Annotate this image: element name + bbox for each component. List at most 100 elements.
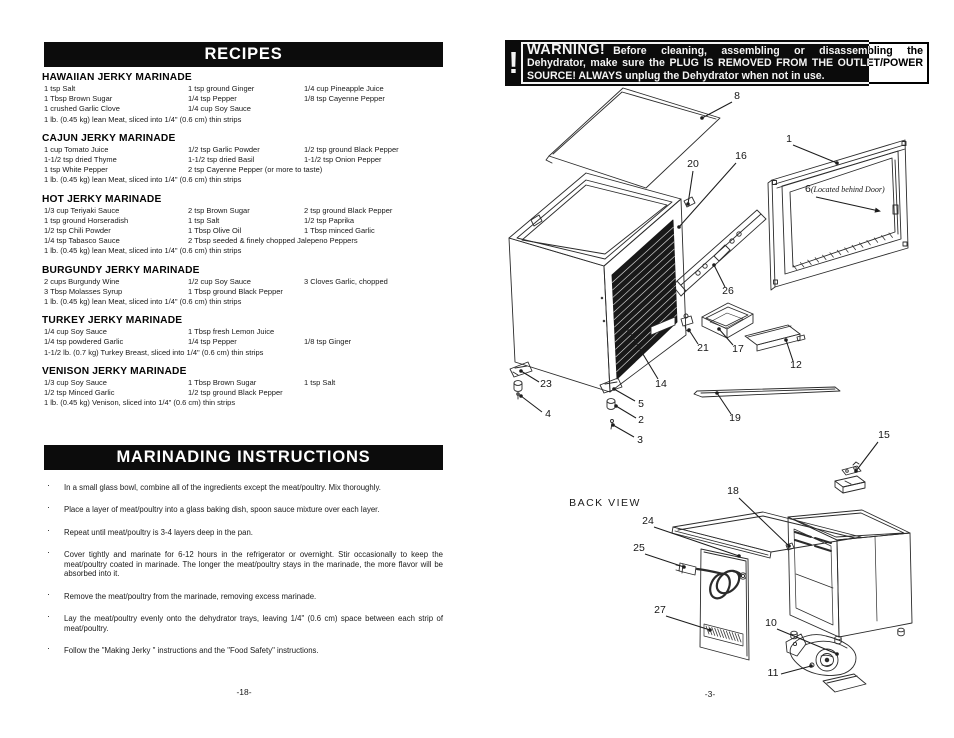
part-callout-17: 17	[717, 327, 744, 355]
warning-body: Before cleaning, assembling or disassemb…	[527, 45, 923, 82]
part-callout-11: 11	[768, 664, 813, 679]
recipe-meat-line: 1 lb. (0.45 kg) lean Meat, sliced into 1…	[44, 114, 242, 124]
lid-part	[545, 87, 721, 189]
part-label-5: 5	[638, 398, 644, 410]
leader-line	[613, 388, 636, 402]
handle-cutout	[650, 316, 676, 336]
leader-line	[678, 162, 737, 228]
back-view-cabinet	[785, 509, 913, 645]
leader-line	[815, 196, 880, 212]
part-label-17: 17	[732, 343, 744, 355]
part-label-16: 16	[735, 150, 747, 162]
bullet-icon: ·	[47, 502, 50, 513]
leader-line	[612, 424, 635, 438]
part-callout-2: 2	[614, 404, 644, 426]
leader-dot	[717, 327, 721, 331]
part-callout-14: 14	[627, 329, 667, 390]
part-label-21: 21	[697, 342, 709, 354]
part-label-8: 8	[734, 90, 740, 102]
part-label-19: 19	[729, 412, 741, 424]
recipe-title: CAJUN JERKY MARINADE	[42, 132, 176, 144]
instruction-text: Cover tightly and marinate for 6-12 hour…	[64, 549, 443, 579]
bullet-icon: ·	[47, 588, 50, 599]
ingredient: 3 Tbsp Molasses Syrup	[44, 286, 123, 296]
leader-dot	[712, 263, 716, 267]
leader-dot	[614, 404, 618, 408]
leader-line	[701, 101, 733, 119]
ingredient: 1 Tbsp minced Garlic	[304, 226, 375, 236]
ingredient: 1/8 tsp Ginger	[304, 337, 352, 347]
part-callout-27: 27	[654, 604, 712, 632]
part-label-3: 3	[637, 434, 643, 446]
part-callout-26: 26	[712, 263, 734, 297]
ingredient: 2 Tbsp seeded & finely chopped Jalepeno …	[188, 236, 358, 246]
leader-line	[520, 395, 543, 413]
part-label-10: 10	[765, 617, 777, 629]
part-label-24: 24	[642, 515, 654, 527]
latch-21	[680, 313, 694, 333]
part-callout-1: 1	[786, 133, 839, 165]
leader-line	[785, 339, 794, 362]
leader-dot	[611, 423, 615, 427]
part-label-14: 14	[655, 378, 667, 390]
warning-text: WARNING!Before cleaning, assembling or d…	[521, 42, 929, 84]
ingredient: 1/2 cup Soy Sauce	[188, 276, 251, 286]
instruction-item: · Cover tightly and marinate for 6-12 hou…	[44, 546, 443, 579]
leader-line	[776, 628, 838, 655]
ingredient: 1 tsp Salt	[188, 215, 220, 225]
instruction-text: Place a layer of meat/poultry into a gla…	[64, 505, 380, 515]
leader-dot	[700, 116, 704, 120]
left-page-number: -18-	[236, 687, 252, 697]
recipe-meat-line: 1 lb. (0.45 kg) lean Meat, sliced into 1…	[44, 297, 242, 307]
recipe-title: HOT JERKY MARINADE	[42, 193, 162, 205]
ingredient: 1 Tbsp Olive Oil	[188, 226, 242, 236]
part-label-1: 1	[786, 133, 792, 145]
leader-dot	[835, 161, 839, 165]
ingredient: 1/4 cup Soy Sauce	[44, 327, 107, 337]
part-callout-20: 20	[686, 158, 699, 206]
latch-15	[834, 461, 866, 494]
ingredient: 1/3 cup Soy Sauce	[44, 377, 107, 387]
leader-dot	[677, 225, 681, 229]
part-label-6: 6(Located behind Door)	[805, 183, 885, 195]
bullet-icon: ·	[47, 546, 50, 557]
instruction-text: In a small glass bowl, combine all of th…	[64, 482, 381, 492]
part-callout-21: 21	[687, 328, 709, 354]
ingredient: 3 Cloves Garlic, chopped	[304, 276, 388, 286]
foot-4	[513, 380, 523, 400]
recipe-title: BURGUNDY JERKY MARINADE	[42, 264, 200, 276]
marinading-instructions: · In a small glass bowl, combine all of t…	[44, 480, 443, 656]
exclamation-icon: !	[508, 45, 519, 80]
part-label-12: 12	[790, 359, 802, 371]
ingredient: 1/4 tsp powdered Garlic	[44, 337, 124, 347]
bullet-icon: ·	[47, 643, 50, 654]
part-callout-12: 12	[784, 338, 802, 371]
recipe-title: HAWAIIAN JERKY MARINADE	[42, 72, 192, 83]
ingredient: 1-1/2 tsp dried Basil	[188, 155, 255, 165]
warning-box: ! WARNING!Before cleaning, assembling or…	[505, 40, 932, 86]
part-callout-6: 6(Located behind Door)	[805, 183, 885, 213]
leader-line	[653, 526, 740, 557]
leader-line	[855, 441, 879, 472]
leader-dot	[787, 544, 791, 548]
ingredient: 1/2 tsp ground Black Pepper	[188, 388, 283, 398]
instruction-text: Lay the meat/poultry evenly onto the deh…	[64, 614, 443, 633]
ingredient: 2 tsp Cayenne Pepper (or more to taste)	[188, 165, 323, 175]
leader-line	[665, 615, 711, 631]
part-callout-4: 4	[519, 394, 551, 420]
